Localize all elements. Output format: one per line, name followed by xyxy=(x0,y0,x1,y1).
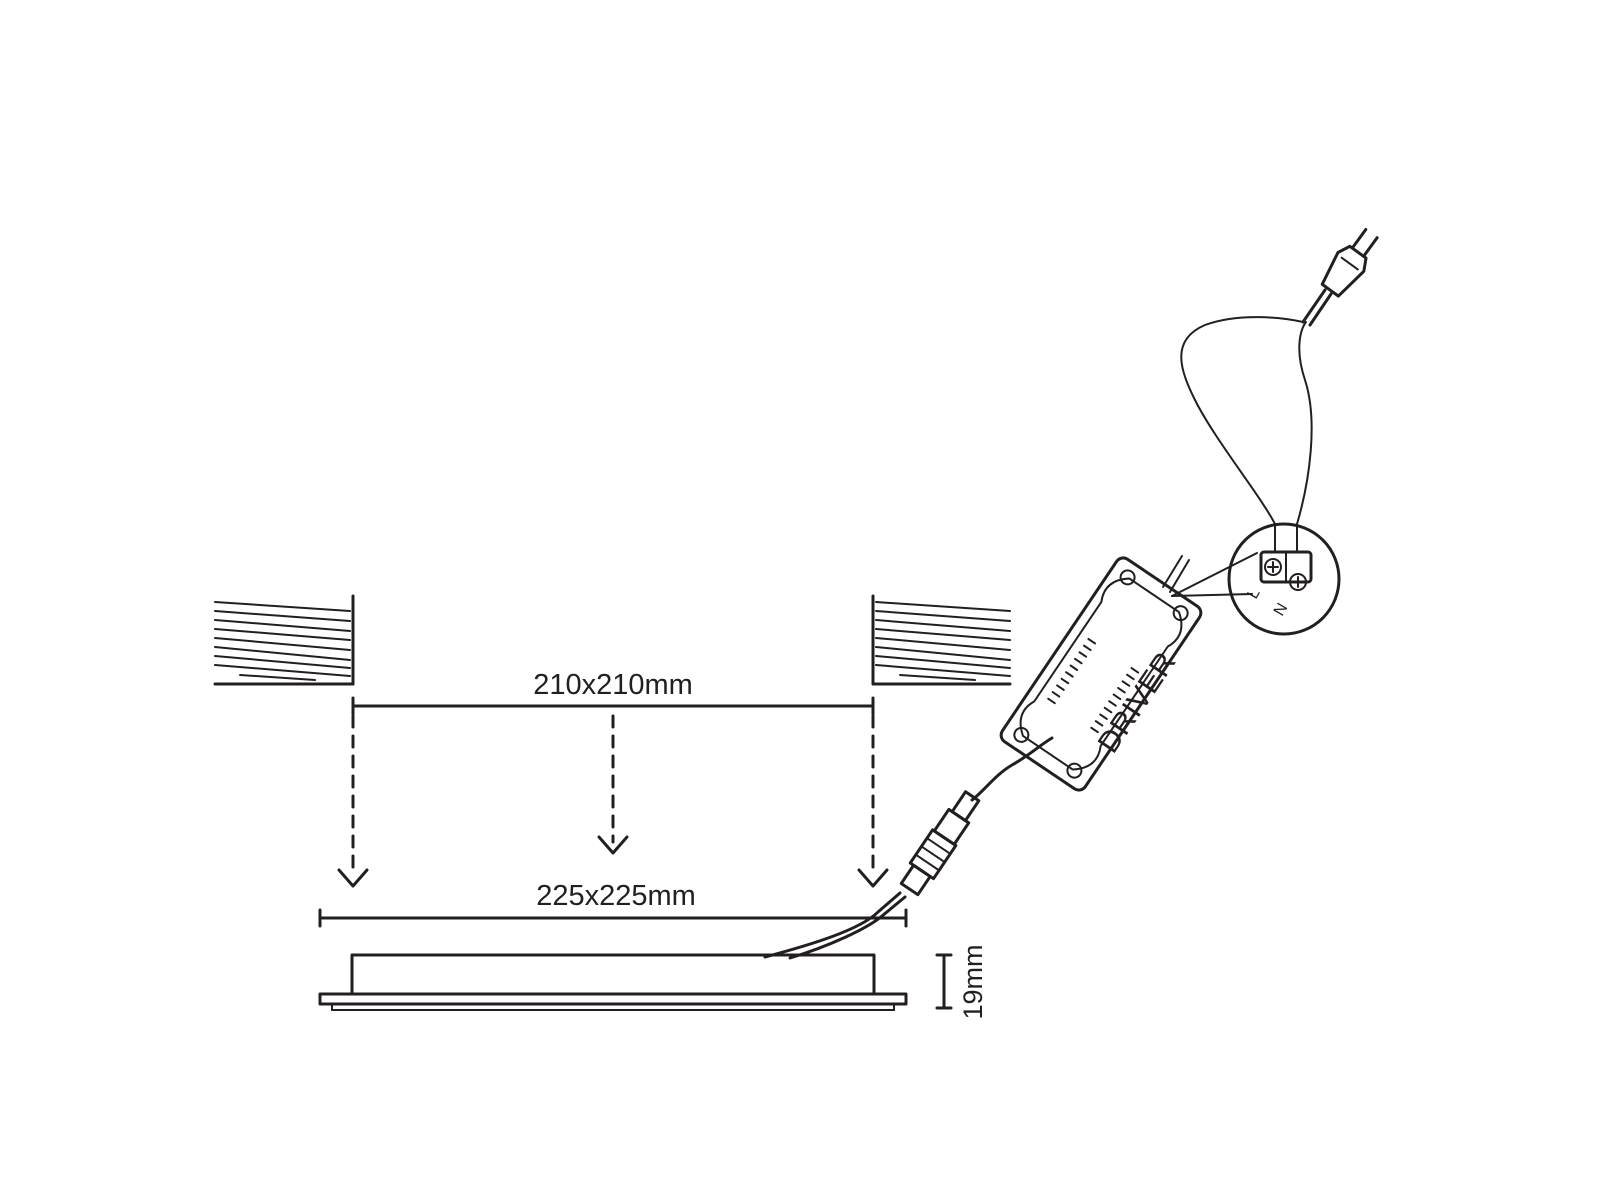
terminal-neutral-label: N xyxy=(1271,600,1292,619)
driver-label: DRIVER xyxy=(1092,646,1183,758)
cutout-size-label: 210x210mm xyxy=(533,669,693,701)
height-dimension-line xyxy=(935,953,953,1010)
led-panel xyxy=(318,953,908,1011)
driver-input-wires xyxy=(1162,552,1258,597)
cutout-dimension-line xyxy=(351,696,875,716)
mains-cable xyxy=(1180,288,1333,525)
dc-connector xyxy=(899,790,981,897)
insert-arrow-center xyxy=(597,714,629,855)
panel-size-label: 225x225mm xyxy=(536,880,696,912)
insert-arrow-right xyxy=(857,714,889,888)
plug-icon xyxy=(1320,227,1379,298)
terminal-block-magnifier xyxy=(1227,522,1341,636)
insert-arrow-left xyxy=(337,714,369,888)
screw-terminal-live-icon xyxy=(1264,558,1282,576)
panel-height-label: 19mm xyxy=(958,944,988,1019)
driver-output-cable xyxy=(970,736,1054,802)
panel-dimension-line xyxy=(318,908,908,928)
driver-box xyxy=(999,556,1203,792)
panel-cable xyxy=(763,891,907,960)
screw-terminal-neutral-icon xyxy=(1289,573,1307,591)
terminal-live-label: L xyxy=(1245,586,1264,602)
ceiling-right-section xyxy=(871,594,1012,686)
ceiling-left-section xyxy=(213,594,355,686)
